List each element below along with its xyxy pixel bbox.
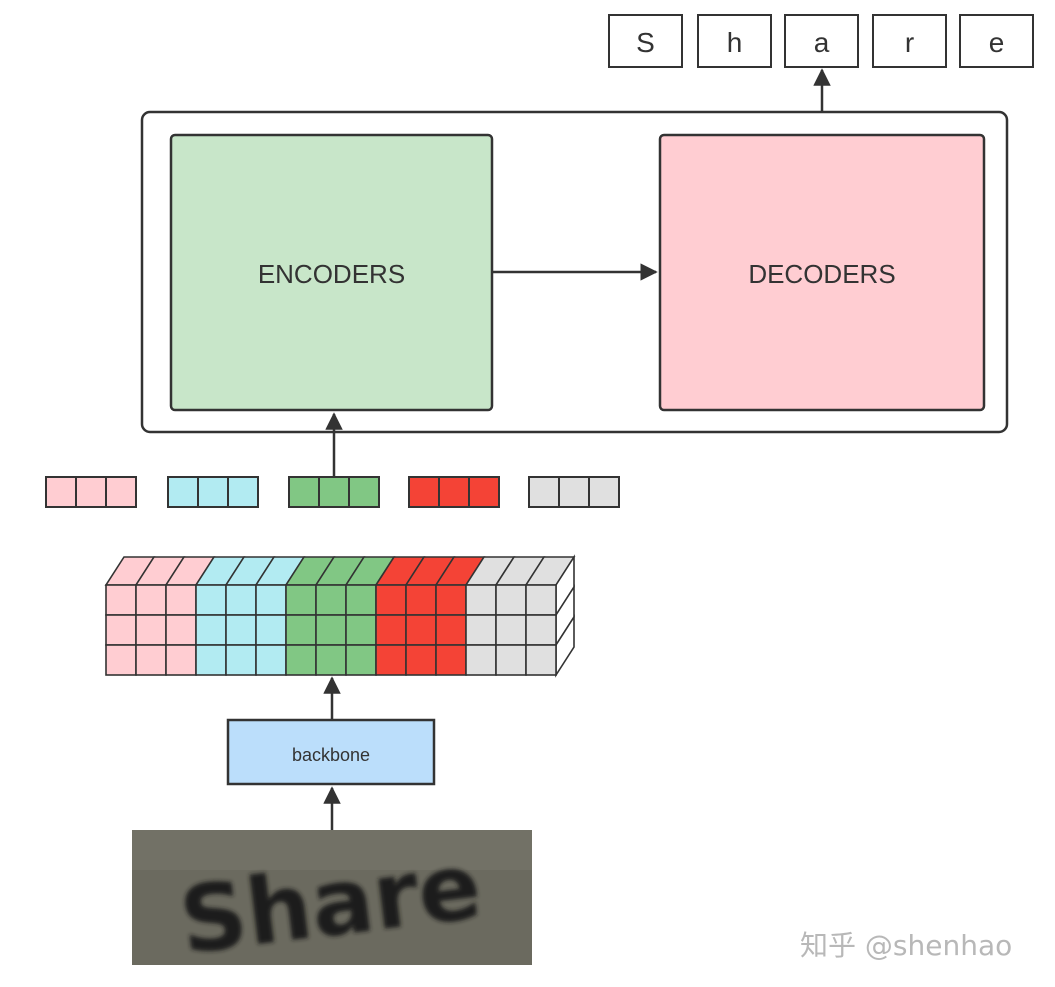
token-cell [588, 476, 620, 508]
feature-map-cell [225, 584, 257, 616]
feature-token [288, 476, 380, 508]
feature-token [167, 476, 259, 508]
feature-tokens [45, 476, 620, 508]
feature-token [45, 476, 137, 508]
decoder-label: DECODERS [748, 259, 895, 289]
output-char-box: a [784, 14, 859, 68]
feature-map-cell [495, 584, 527, 616]
feature-map-cell [135, 644, 167, 676]
feature-map-cell [285, 584, 317, 616]
feature-map-cell [405, 584, 437, 616]
feature-map-cell [345, 614, 377, 646]
token-cell [408, 476, 440, 508]
feature-map-cell [315, 644, 347, 676]
feature-map-cell [435, 614, 467, 646]
feature-map-cell [315, 584, 347, 616]
feature-map-cell [195, 644, 227, 676]
encoder-label: ENCODERS [258, 259, 405, 289]
token-cell [348, 476, 380, 508]
feature-map-cell [105, 644, 137, 676]
feature-map-cell [135, 614, 167, 646]
token-cell [528, 476, 560, 508]
feature-map-cell [255, 644, 287, 676]
input-image: Share [132, 830, 532, 975]
watermark: 知乎 @shenhao [800, 929, 1012, 962]
feature-map-cell [405, 644, 437, 676]
output-char-box: h [697, 14, 772, 68]
feature-map-cell [435, 644, 467, 676]
feature-map-cell [375, 644, 407, 676]
feature-map-cell [225, 644, 257, 676]
output-char-box: e [959, 14, 1034, 68]
token-cell [227, 476, 259, 508]
feature-map-cell [375, 584, 407, 616]
feature-token [408, 476, 500, 508]
feature-map-cell [465, 644, 497, 676]
backbone-box [226, 718, 436, 786]
feature-map-cell [255, 614, 287, 646]
feature-map-cell [495, 614, 527, 646]
feature-map-cell [405, 614, 437, 646]
feature-map-cell [465, 614, 497, 646]
feature-map-cell [165, 584, 197, 616]
token-cell [105, 476, 137, 508]
output-char: h [727, 27, 743, 58]
token-cell [318, 476, 350, 508]
token-cell [468, 476, 500, 508]
feature-map-cell [105, 584, 137, 616]
encoder-block: ENCODERS [169, 133, 494, 412]
output-char-box: S [608, 14, 683, 68]
feature-map-cell [285, 614, 317, 646]
feature-map-cell [165, 614, 197, 646]
feature-token [528, 476, 620, 508]
feature-map-cell [105, 614, 137, 646]
feature-map-cell [345, 584, 377, 616]
token-cell [45, 476, 77, 508]
feature-map-cell [495, 644, 527, 676]
feature-map-cell [315, 614, 347, 646]
backbone-block: backbone [226, 718, 436, 786]
token-cell [558, 476, 590, 508]
token-cell [167, 476, 199, 508]
feature-map-cell [525, 614, 557, 646]
output-char-box: r [872, 14, 947, 68]
feature-map [104, 554, 576, 678]
backbone-label: backbone [292, 745, 370, 765]
token-cell [438, 476, 470, 508]
feature-map-cell [255, 584, 287, 616]
decoder-block: DECODERS [658, 133, 986, 412]
output-char: e [989, 27, 1005, 58]
output-char: S [636, 27, 655, 58]
feature-map-cell [525, 584, 557, 616]
output-sequence: S h a r e [608, 14, 1034, 68]
feature-map-cell [525, 644, 557, 676]
feature-map-cell [195, 584, 227, 616]
feature-map-cell [375, 614, 407, 646]
token-cell [288, 476, 320, 508]
output-char: r [905, 27, 914, 58]
decoder-box [658, 133, 986, 412]
feature-map-cell [435, 584, 467, 616]
feature-map-cell [165, 644, 197, 676]
token-cell [197, 476, 229, 508]
feature-map-cell [285, 644, 317, 676]
feature-map-cell [465, 584, 497, 616]
output-char: a [814, 27, 830, 58]
feature-map-cell [195, 614, 227, 646]
feature-map-cell [135, 584, 167, 616]
feature-map-cell [345, 644, 377, 676]
token-cell [75, 476, 107, 508]
feature-map-cell [225, 614, 257, 646]
